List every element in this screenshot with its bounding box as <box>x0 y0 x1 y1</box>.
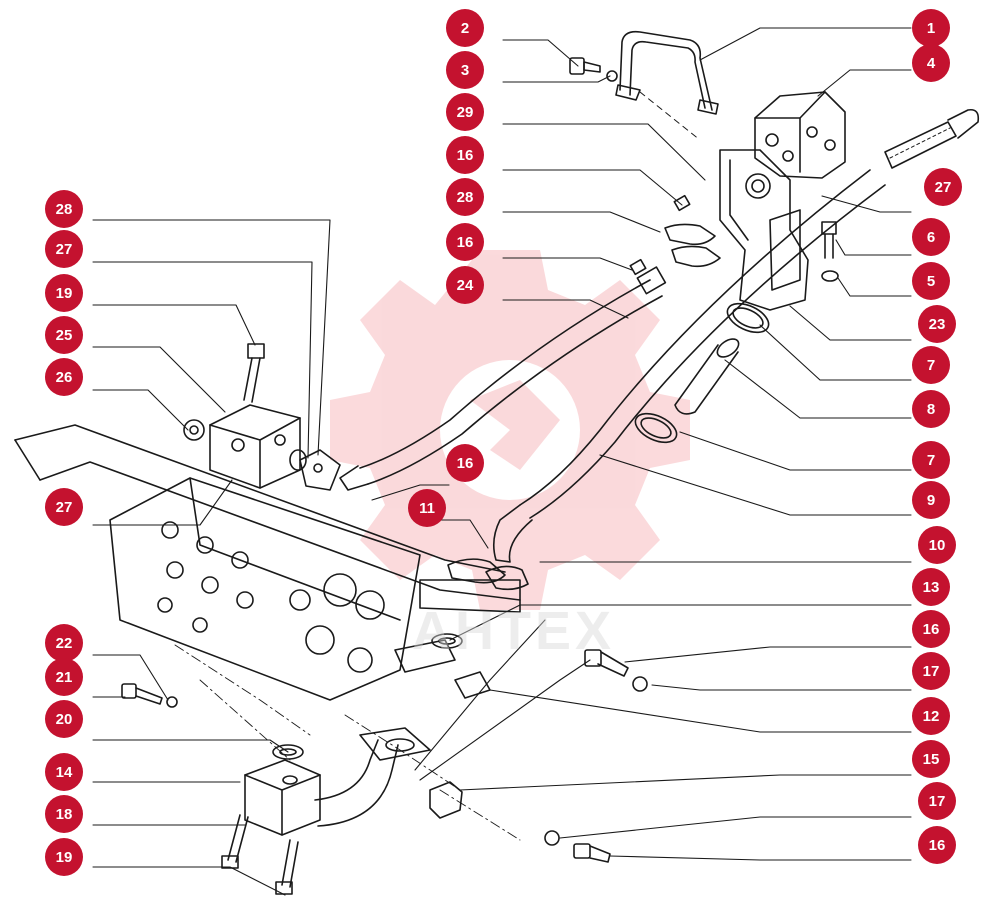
bolt-part-19-upper <box>243 343 265 403</box>
clip-part-17 <box>429 781 463 819</box>
callout-badge[interactable]: 16 <box>912 610 950 648</box>
callout-badge[interactable]: 9 <box>912 481 950 519</box>
seal-part-20 <box>272 744 304 760</box>
plate-part-11 <box>447 558 529 591</box>
callout-badge[interactable]: 14 <box>45 753 83 791</box>
valve-block-part-4 <box>754 91 846 179</box>
bolt-part-6 <box>821 221 839 282</box>
watermark-text: AHTEX <box>412 601 616 661</box>
callout-badge[interactable]: 6 <box>912 218 950 256</box>
callout-badge[interactable]: 27 <box>45 230 83 268</box>
junction-block-part-25 <box>209 404 341 491</box>
bolt-part-21 <box>121 683 178 708</box>
callout-badge[interactable]: 21 <box>45 658 83 696</box>
hose-part-9 <box>492 169 886 563</box>
callout-badge[interactable]: 5 <box>912 262 950 300</box>
hose-clamp-part-7 <box>634 302 770 444</box>
hose-end-part-27 <box>884 108 980 169</box>
callout-badge[interactable]: 24 <box>446 266 484 304</box>
callout-badge[interactable]: 15 <box>912 740 950 778</box>
callout-badge[interactable]: 18 <box>45 795 83 833</box>
callout-badge[interactable]: 1 <box>912 9 950 47</box>
callout-badge[interactable]: 7 <box>912 346 950 384</box>
leader-lines-right <box>414 27 912 861</box>
callout-badge[interactable]: 7 <box>912 441 950 479</box>
callout-badge[interactable]: 16 <box>446 223 484 261</box>
callout-badge[interactable]: 22 <box>45 624 83 662</box>
plate-part-28 <box>629 194 721 276</box>
callout-badge[interactable]: 13 <box>912 568 950 606</box>
center-lines <box>174 644 521 841</box>
manifold-block <box>109 477 421 701</box>
u-bracket-part-1 <box>615 30 719 141</box>
callout-badge[interactable]: 8 <box>912 390 950 428</box>
bolt-part-18-19-lower <box>221 814 299 895</box>
callout-badge[interactable]: 28 <box>446 178 484 216</box>
callout-badge[interactable]: 16 <box>446 444 484 482</box>
bolt-part-16-lower <box>544 649 648 863</box>
sleeve-pipe-part-8 <box>674 338 740 415</box>
plug-part-26 <box>183 419 205 441</box>
mount-bracket-part-23 <box>719 149 809 311</box>
callout-badge[interactable]: 23 <box>918 305 956 343</box>
callout-badge[interactable]: 19 <box>45 838 83 876</box>
hose-part-24 <box>339 266 667 491</box>
callout-badge[interactable]: 12 <box>912 697 950 735</box>
callout-badge[interactable]: 16 <box>918 826 956 864</box>
flange-part-12 <box>394 639 491 699</box>
callout-badge[interactable]: 10 <box>918 526 956 564</box>
callout-badge[interactable]: 28 <box>45 190 83 228</box>
callout-badge[interactable]: 17 <box>918 782 956 820</box>
callout-badge[interactable]: 27 <box>45 488 83 526</box>
callout-badge[interactable]: 20 <box>45 700 83 738</box>
callout-badge[interactable]: 16 <box>446 136 484 174</box>
callout-badge[interactable]: 29 <box>446 93 484 131</box>
pipe-elbow-part-15 <box>314 727 431 827</box>
callout-badge[interactable]: 11 <box>408 489 446 527</box>
callout-badge[interactable]: 26 <box>45 358 83 396</box>
callout-badge[interactable]: 4 <box>912 44 950 82</box>
bolt-part-2 <box>569 57 618 82</box>
callout-badge[interactable]: 3 <box>446 51 484 89</box>
callout-badge[interactable]: 17 <box>912 652 950 690</box>
callout-badge[interactable]: 25 <box>45 316 83 354</box>
callout-badge[interactable]: 19 <box>45 274 83 312</box>
callout-badge[interactable]: 2 <box>446 9 484 47</box>
block-part-14 <box>244 759 321 836</box>
leader-lines-left <box>92 39 706 896</box>
callout-badge[interactable]: 27 <box>924 168 962 206</box>
frame-rail <box>14 424 521 613</box>
